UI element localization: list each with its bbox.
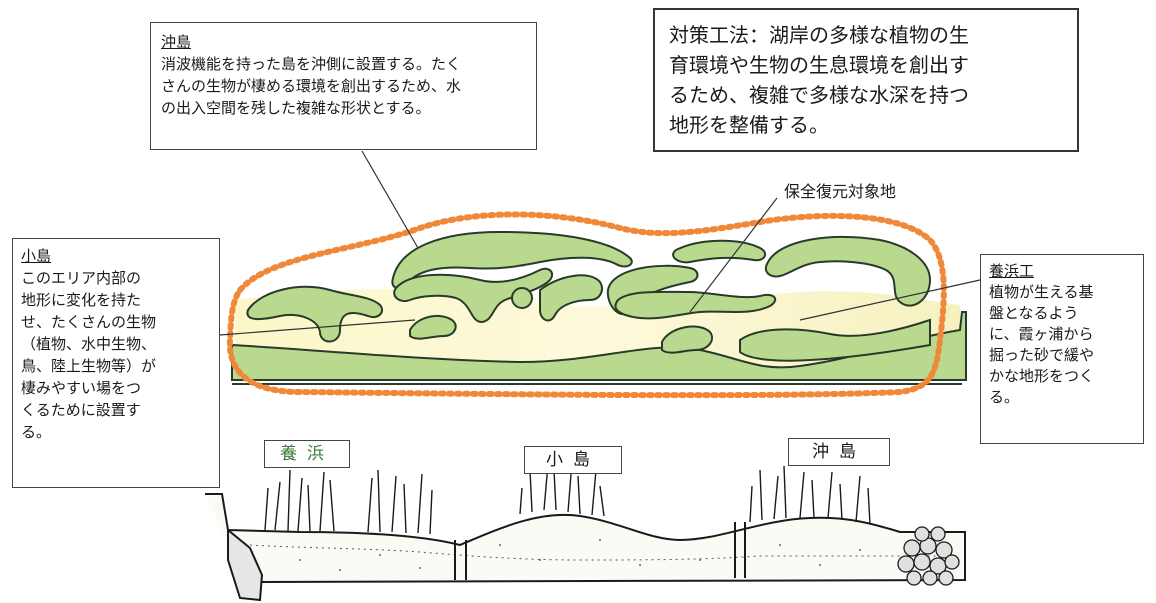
callout-kojima: 小島 このエリア内部の 地形に変化を持た せ、たくさんの生物 （植物、水中生物、… — [12, 238, 220, 488]
callout-policy-line: るため、複雑で多様な水深を持つ — [669, 83, 969, 107]
ground-surface — [205, 493, 966, 601]
callout-youhin-line: 植物が生える基 — [989, 283, 1094, 301]
island-3 — [393, 267, 554, 324]
leader-okishima — [361, 150, 419, 249]
reeds — [264, 461, 871, 535]
island-10 — [764, 235, 932, 307]
callout-youhin-line: る。 — [989, 388, 1020, 406]
callout-kojima-line: （植物、水中生物、 — [21, 335, 157, 353]
callout-kojima-line: 鳥、陸上生物等）が — [21, 357, 157, 375]
target-area-label: 保全復元対象地 — [784, 182, 897, 201]
callout-okishima-line: さんの生物が棲める環境を創出するため、水 — [161, 77, 462, 95]
callout-policy-line: 対策工法：湖岸の多様な植物の生 — [669, 23, 969, 47]
callout-youhin-line: 盤となるよう — [989, 304, 1079, 322]
island-2 — [391, 230, 633, 289]
callout-kojima-line: る。 — [21, 423, 52, 441]
callout-kojima-title: 小島 — [21, 247, 52, 265]
section-label-okishima: 沖島 — [788, 438, 890, 466]
ground-speckle — [299, 539, 861, 571]
section-label-kojima: 小島 — [524, 446, 622, 474]
island-5 — [409, 314, 457, 340]
island-11 — [739, 318, 931, 362]
leader-target — [689, 197, 778, 313]
callout-policy-line: 地形を整備する。 — [669, 113, 829, 137]
callout-okishima-line: の出入空間を残した複雑な形状とする。 — [161, 99, 431, 117]
stakes — [454, 522, 746, 580]
island-8 — [672, 239, 767, 264]
revetment-left — [227, 527, 264, 602]
callout-youhin-line: かな地形をつく — [989, 367, 1095, 385]
callout-kojima-line: くるために設置す — [21, 401, 141, 419]
callout-kojima-line: せ、たくさんの生物 — [21, 313, 157, 331]
callout-kojima-line: 地形に変化を持た — [21, 291, 142, 309]
target-area-boundary — [226, 211, 947, 399]
callout-youhin-line: 掘った砂で緩や — [989, 346, 1095, 364]
island-4 — [539, 274, 603, 322]
island-round — [511, 287, 533, 309]
rock-pile — [897, 526, 960, 586]
callout-policy-line: 育環境や生物の生息環境を創出す — [669, 53, 969, 77]
callout-policy: 対策工法：湖岸の多様な植物の生 育環境や生物の生息環境を創出す るため、複雑で多… — [653, 8, 1079, 152]
callout-youhin-line: に、霞ヶ浦から — [989, 325, 1094, 343]
section-label-youhin: 養浜 — [264, 440, 350, 468]
cross-section — [205, 461, 966, 602]
callout-okishima: 沖島 消波機能を持った島を沖側に設置する。たく さんの生物が棲める環境を創出する… — [150, 22, 537, 150]
island-1 — [246, 286, 384, 343]
leader-kojima — [219, 319, 416, 336]
callout-kojima-line: 棲みやすい場をつ — [21, 379, 142, 397]
callout-kojima-line: このエリア内部の — [21, 269, 142, 287]
water-bed — [249, 544, 940, 561]
callout-okishima-line: 消波機能を持った島を沖側に設置する。たく — [161, 55, 462, 73]
island-9 — [661, 325, 714, 354]
plan-view — [219, 150, 981, 399]
leader-youhin — [799, 279, 981, 321]
callout-youhin-title: 養浜工 — [989, 262, 1035, 280]
callout-okishima-title: 沖島 — [161, 33, 192, 51]
callout-youhin: 養浜工 植物が生える基 盤となるよう に、霞ヶ浦から 掘った砂で緩や かな地形を… — [980, 254, 1144, 444]
